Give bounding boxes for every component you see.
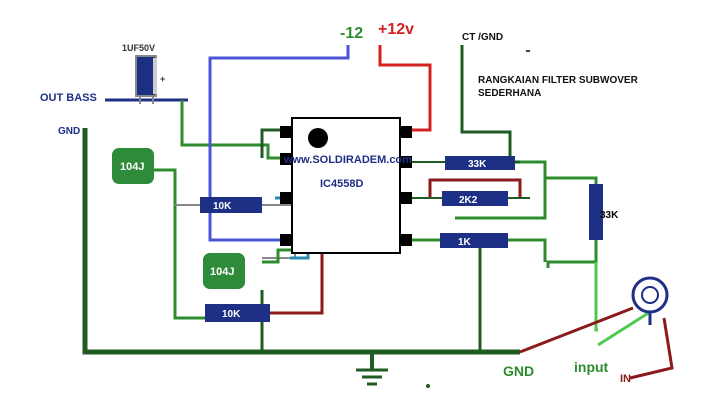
resistor-33k-label: 33K [468, 159, 487, 170]
resistor-10k-top-label: 10K [213, 201, 232, 212]
ct-gnd-label: CT /GND [462, 32, 503, 43]
resistor-2k2-label: 2K2 [459, 195, 478, 206]
electrolytic-plus-label: + [160, 74, 165, 84]
dash-marker [526, 50, 530, 52]
input-signal-wire [597, 310, 651, 347]
capacitor-c2-label: 104J [210, 266, 234, 278]
ground-bus-wire [82, 128, 520, 355]
chip-label: IC4558D [320, 178, 363, 190]
input-jack [631, 276, 669, 325]
resistor-33k-vertical [589, 184, 603, 240]
elco-to-ic-wire [180, 100, 290, 160]
input-green-wire [594, 262, 598, 332]
r33k-vertical-wire [545, 176, 598, 268]
gnd-bottom-label: GND [503, 363, 534, 379]
resistor-33k-vertical-label: 33K [600, 210, 619, 221]
input-label: input [574, 359, 609, 375]
c1-to-left-bus-wire [152, 168, 205, 320]
c2-wire [262, 248, 292, 264]
watermark-text: www.SOLDIRADEM.com [283, 154, 412, 166]
dot-marker [426, 384, 430, 388]
resistor-10k-bottom: 10K [205, 304, 270, 322]
pos12-wire [378, 45, 432, 132]
electrolytic-capacitor-label: 1UF50V [122, 43, 155, 53]
diagram-title-line1: RANGKAIAN FILTER SUBWOVER [478, 75, 639, 86]
resistor-1k: 1K [440, 233, 508, 248]
pos12-label: +12v [378, 21, 414, 38]
resistor-33k: 33K [445, 156, 515, 170]
ic-chip [280, 117, 412, 254]
r33k-right-wire [455, 160, 547, 220]
electrolytic-capacitor [135, 55, 157, 104]
neg12-label: -12 [340, 25, 363, 42]
resistor-2k2: 2K2 [442, 191, 508, 206]
input-in-wire [629, 317, 674, 380]
diagram-title-line2: SEDERHANA [478, 88, 541, 99]
gnd-left-label: GND [58, 126, 80, 137]
out-bass-label: OUT BASS [40, 92, 97, 104]
ground-symbol [356, 368, 388, 386]
r2k2-loop-wire [428, 178, 522, 198]
input-ground-wire [519, 306, 634, 354]
ct-gnd-wire [460, 45, 545, 164]
resistor-10k-top: 10K [200, 197, 262, 213]
resistor-1k-label: 1K [458, 237, 472, 248]
resistor-10k-bottom-label: 10K [222, 309, 241, 320]
neg12-wire [208, 45, 350, 242]
capacitor-c2: 104J [203, 253, 245, 289]
capacitor-c1-label: 104J [120, 161, 144, 173]
in-label: IN [620, 373, 631, 385]
capacitor-c1: 104J [112, 148, 154, 184]
